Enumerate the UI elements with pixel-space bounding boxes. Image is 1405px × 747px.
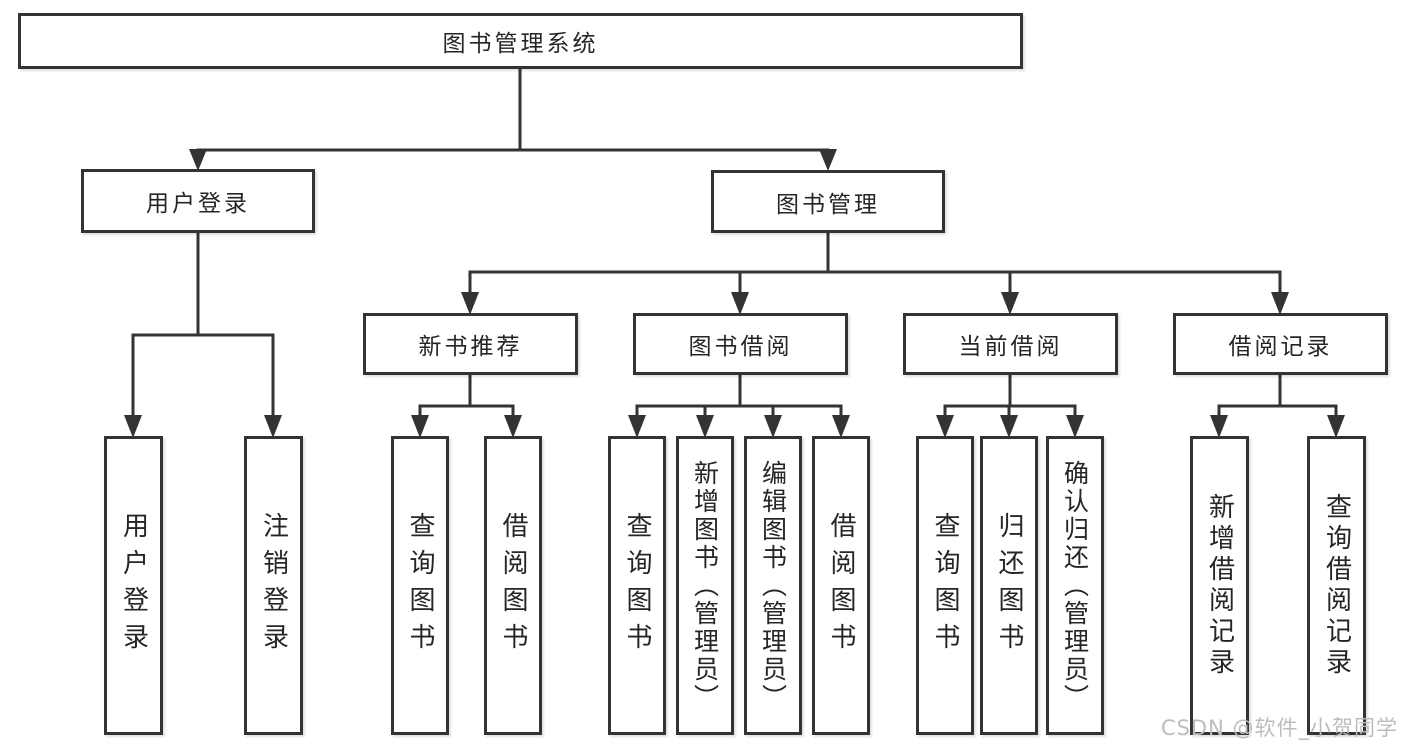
leaf-user-login: 用户登录	[104, 436, 163, 735]
node-book-borrow: 图书借阅	[633, 313, 848, 375]
node-library-system: 图书管理系统	[18, 13, 1023, 69]
leaf-return-books: 归还图书	[980, 436, 1038, 735]
leaf-add-borrow-record: 新增借阅记录	[1190, 436, 1249, 735]
csdn-watermark: CSDN @软件_小贺同学	[1160, 716, 1398, 740]
leaf-borrow-books-recommend: 借阅图书	[484, 436, 542, 735]
node-current-borrow: 当前借阅	[903, 313, 1118, 375]
node-new-book-recommend: 新书推荐	[363, 313, 578, 375]
leaf-add-books-admin: 新增图书（管理员）	[676, 436, 734, 735]
leaf-query-books-recommend: 查询图书	[391, 436, 449, 735]
leaf-query-books-current: 查询图书	[916, 436, 974, 735]
node-book-management: 图书管理	[711, 170, 945, 233]
node-user-login: 用户登录	[81, 169, 315, 233]
leaf-query-books-borrow: 查询图书	[608, 436, 666, 735]
node-borrow-records: 借阅记录	[1173, 313, 1388, 375]
leaf-confirm-return-admin: 确认归还（管理员）	[1046, 436, 1104, 735]
leaf-borrow-books: 借阅图书	[812, 436, 870, 735]
leaf-query-borrow-record: 查询借阅记录	[1307, 436, 1366, 735]
leaf-edit-books-admin: 编辑图书（管理员）	[744, 436, 802, 735]
leaf-logout: 注销登录	[244, 436, 303, 735]
